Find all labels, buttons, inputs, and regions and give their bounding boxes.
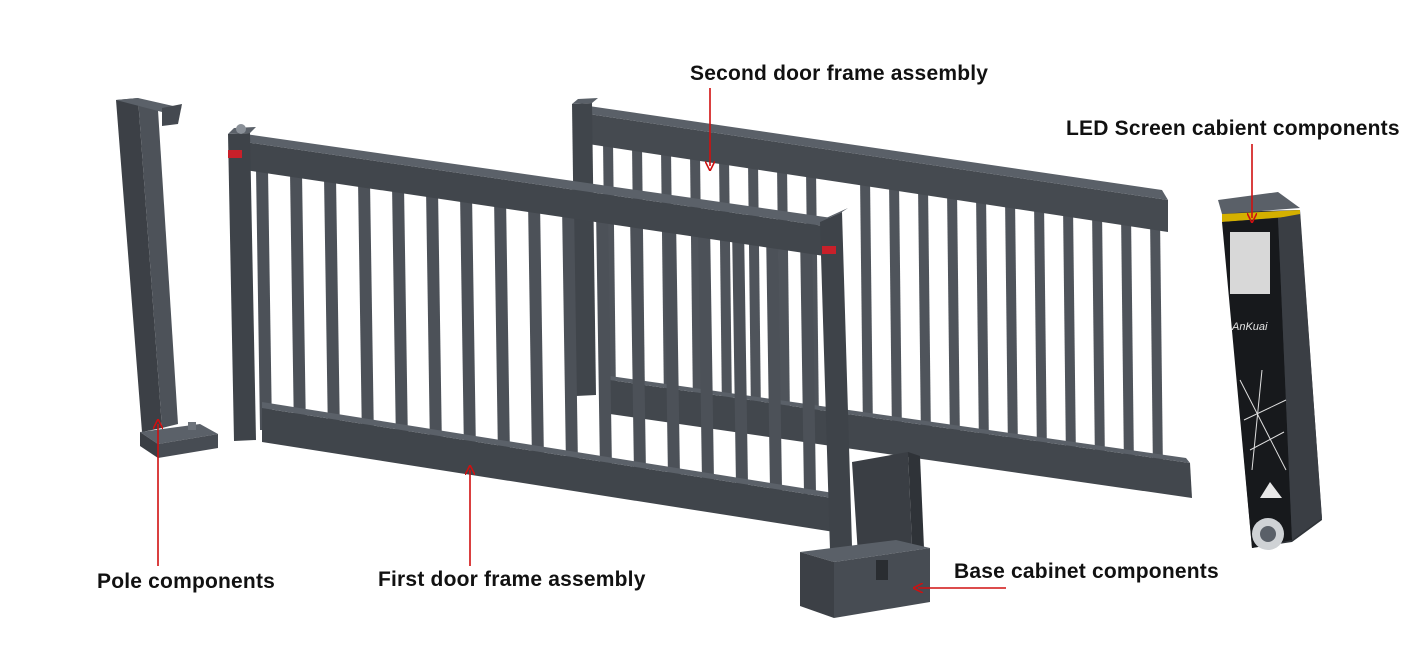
- second-door-frame: [572, 98, 1192, 498]
- label-led-screen: LED Screen cabient components: [1066, 117, 1400, 140]
- label-second-door: Second door frame assembly: [690, 62, 989, 85]
- label-base-cabinet: Base cabinet components: [954, 560, 1219, 583]
- brand-logo: AnKuai: [1231, 321, 1268, 333]
- label-pole: Pole components: [97, 570, 276, 593]
- led-display: [1230, 232, 1270, 294]
- pole-component: [116, 98, 218, 458]
- label-first-door: First door frame assembly: [378, 568, 646, 591]
- led-screen-cabinet: AnKuai: [1218, 192, 1322, 550]
- callout-arrows: [158, 88, 1252, 588]
- first-door-frame: [228, 124, 852, 550]
- base-cabinet: [800, 452, 930, 618]
